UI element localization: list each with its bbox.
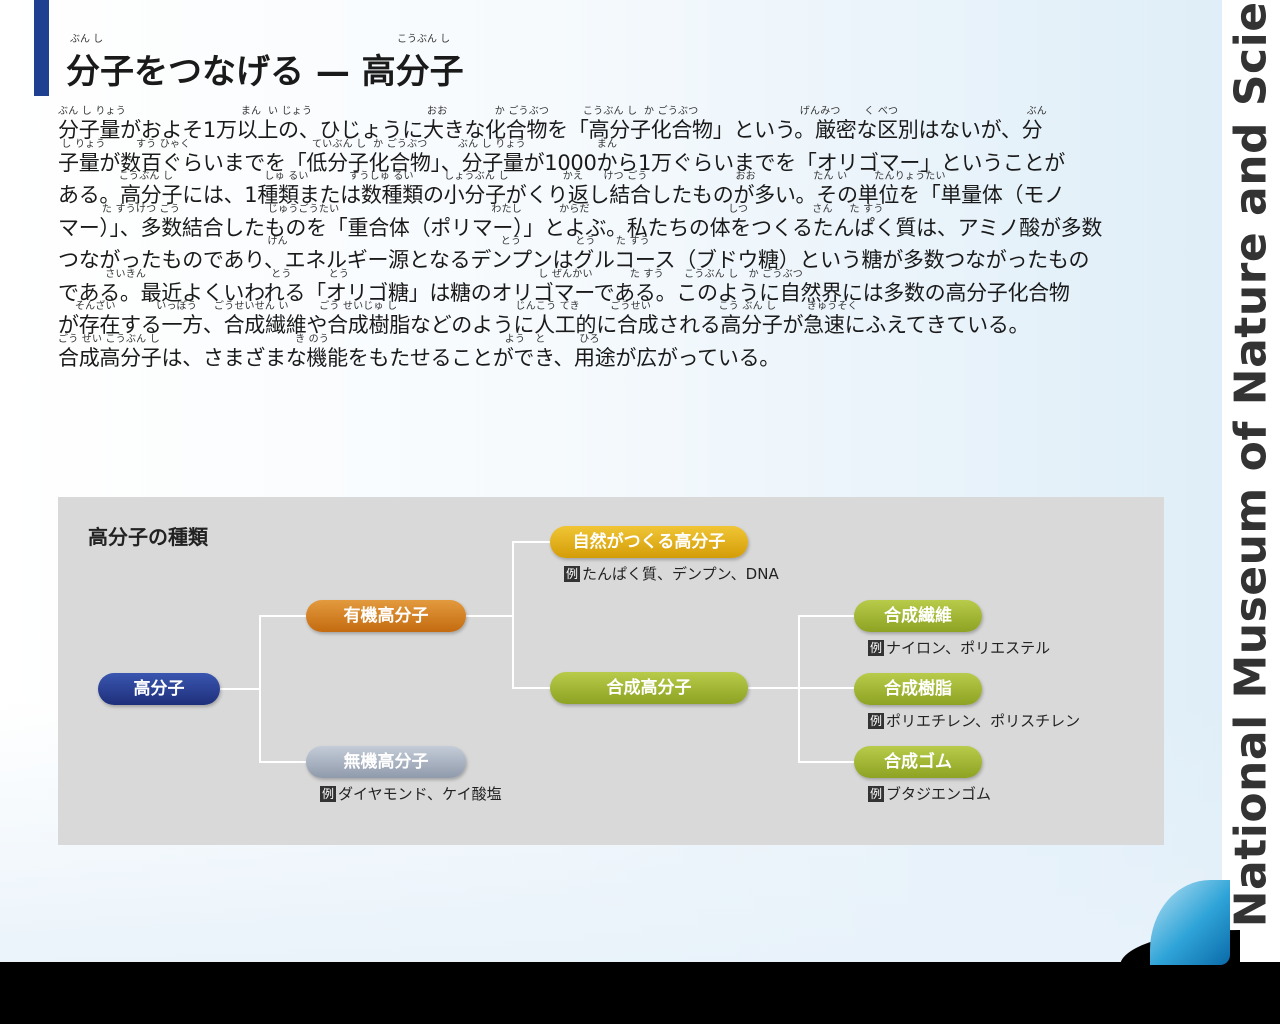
line-text: である。最近よくいわれる「オリゴ糖」は糖のオリゴマーである。このように自然界には… xyxy=(58,280,1070,305)
natural-example: 例たんぱく質、デンプン、DNA xyxy=(564,563,779,584)
text-line: し りょう すう ひゃく ていぶん し か ごうぶつ ぶん し りょう まん子量… xyxy=(58,138,1166,175)
example-badge: 例 xyxy=(564,566,581,582)
connector xyxy=(512,541,550,543)
title-accent-bar xyxy=(34,0,49,96)
line-text: 分子量がおよそ1万以上の、ひじょうに大きな化合物を「高分子化合物」という。厳密な… xyxy=(58,118,1043,142)
node-polymer: 高分子 xyxy=(98,673,220,705)
node-synthetic-resin: 合成樹脂 xyxy=(854,673,982,705)
node-organic-polymer: 有機高分子 xyxy=(306,600,466,632)
ruby-text: た すうけつ ごう じゅうごうたい わたし からだ しつ さん た すう xyxy=(58,203,884,215)
ruby-text: し りょう すう ひゃく ていぶん し か ごうぶつ ぶん し りょう まん xyxy=(58,138,618,150)
example-badge: 例 xyxy=(868,786,885,802)
node-natural-polymer: 自然がつくる高分子 xyxy=(550,526,748,558)
text-line: こうぶん し しゅ るい すうしゅ るい しょうぶん し かえ けつ ごう おお… xyxy=(58,171,1166,207)
text-line: そんざい いっぽう ごうせいせん い ごう せいじゅ し じんこう てき ごうせ… xyxy=(58,301,1166,337)
connector xyxy=(465,615,513,617)
museum-name: National Museum of Nature and Science xyxy=(1225,0,1277,928)
line-text: つながったものであり、エネルギー源となるデンプンはグルコース（ブドウ糖）という糖… xyxy=(58,248,1090,272)
polymer-types-diagram: 高分子の種類 高分子 有機高分子 無機高分子 例ダイヤモンド、ケイ酸塩 自然がつ… xyxy=(58,497,1164,845)
node-synthetic-rubber: 合成ゴム xyxy=(854,746,982,778)
connector xyxy=(259,761,307,763)
ruby-text: さいきん とう とう し ぜんかい た すう こうぶん し か ごうぶつ xyxy=(58,268,803,280)
line-text: ある。高分子には、1種類または数種類の小分子がくり返し結合したものが多い。その単… xyxy=(58,183,1065,207)
ruby-text: そんざい いっぽう ごうせいせん い ごう せいじゅ し じんこう てき ごうせ… xyxy=(58,301,858,312)
example-badge: 例 xyxy=(868,713,885,729)
title-ruby-2: こうぶん し xyxy=(397,34,451,45)
connector xyxy=(798,687,854,689)
text-line: ぶん し りょう まん い じょう おお か ごうぶつ こうぶん し か ごうぶ… xyxy=(58,106,1166,142)
example-badge: 例 xyxy=(320,786,337,802)
title-ruby-1: ぶん し xyxy=(70,34,104,45)
line-text: 子量が数百ぐらいまでを「低分子化合物」、分子量が1000から1万ぐらいまでを「オ… xyxy=(58,150,1066,175)
node-synthetic-fiber: 合成繊維 xyxy=(854,600,982,632)
ruby-text: ごう せい こうぶん し き のう よう と ひろ xyxy=(58,333,600,345)
text-line: ごう せい こうぶん し き のう よう と ひろ合成高分子は、さまざまな機能を… xyxy=(58,333,1166,370)
example-text: ブタジエンゴム xyxy=(886,785,992,803)
node-inorganic-polymer: 無機高分子 xyxy=(306,746,466,778)
body-text: ぶん し りょう まん い じょう おお か ごうぶつ こうぶん し か ごうぶ… xyxy=(58,106,1166,370)
example-text: たんぱく質、デンプン、DNA xyxy=(582,565,779,583)
example-text: ダイヤモンド、ケイ酸塩 xyxy=(338,785,502,803)
node-synthetic-polymer: 合成高分子 xyxy=(550,672,748,704)
ruby-text: こうぶん し しゅ るい すうしゅ るい しょうぶん し かえ けつ ごう おお… xyxy=(58,171,946,182)
sidebar xyxy=(1222,0,1280,962)
connector xyxy=(512,541,514,689)
line-text: マー）」、多数結合したものを「重合体（ポリマー）」とよぶ。私たちの体をつくるたん… xyxy=(58,215,1103,240)
text-line: げん とう とう た すうつながったものであり、エネルギー源となるデンプンはグル… xyxy=(58,236,1166,272)
connector xyxy=(748,687,800,689)
line-text: が存在する一方、合成繊維や合成樹脂などのように人工的に合成される高分子が急速にふ… xyxy=(58,313,1030,337)
example-text: ポリエチレン、ポリスチレン xyxy=(886,712,1081,730)
text-line: た すうけつ ごう じゅうごうたい わたし からだ しつ さん た すうマー）」… xyxy=(58,203,1166,240)
example-badge: 例 xyxy=(868,640,885,656)
connector xyxy=(220,688,260,690)
ruby-text: げん とう とう た すう xyxy=(58,236,650,247)
connector xyxy=(798,761,854,763)
connector xyxy=(798,615,800,763)
rubber-example: 例ブタジエンゴム xyxy=(868,783,991,804)
inorganic-example: 例ダイヤモンド、ケイ酸塩 xyxy=(320,783,502,804)
resin-example: 例ポリエチレン、ポリスチレン xyxy=(868,710,1080,731)
example-text: ナイロン、ポリエステル xyxy=(886,639,1051,657)
fiber-example: 例ナイロン、ポリエステル xyxy=(868,637,1050,658)
page-title: 分子をつなげる — 高分子 xyxy=(66,52,464,92)
connector xyxy=(798,615,854,617)
connector xyxy=(259,615,261,763)
text-line: さいきん とう とう し ぜんかい た すう こうぶん し か ごうぶつである。… xyxy=(58,268,1166,305)
line-text: 合成高分子は、さまざまな機能をもたせることができ、用途が広がっている。 xyxy=(58,345,780,370)
connector xyxy=(512,687,550,689)
ruby-text: ぶん し りょう まん い じょう おお か ごうぶつ こうぶん し か ごうぶ… xyxy=(58,106,1048,117)
connector xyxy=(259,615,307,617)
diagram-heading: 高分子の種類 xyxy=(88,525,208,549)
